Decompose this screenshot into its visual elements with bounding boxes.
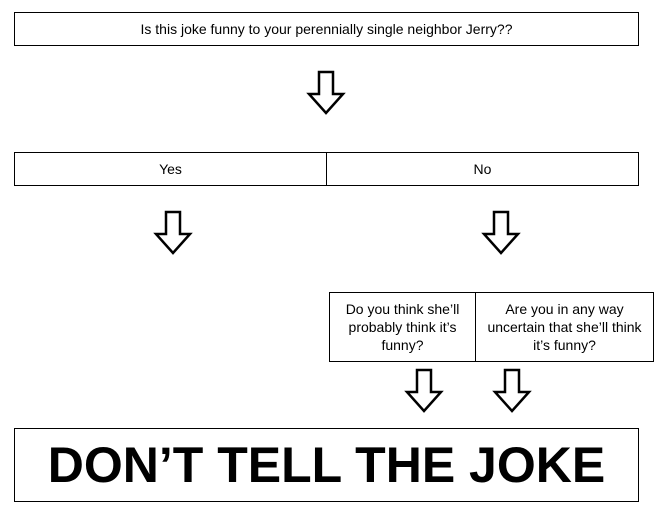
- final-label: DON’T TELL THE JOKE: [47, 437, 606, 493]
- down-arrow-icon: [153, 210, 193, 255]
- down-arrow-icon: [306, 70, 346, 115]
- question-top-text: Is this joke funny to your perennially s…: [140, 21, 513, 37]
- question-top-box: Is this joke funny to your perennially s…: [14, 12, 639, 46]
- no-label: No: [473, 161, 492, 177]
- down-arrow-icon: [492, 368, 532, 413]
- yes-label: Yes: [159, 161, 182, 177]
- question-left-box: Do you think she’ll probably think it’s …: [329, 292, 476, 362]
- down-arrow-icon: [404, 368, 444, 413]
- yes-box: Yes: [14, 152, 327, 186]
- final-box: DON’T TELL THE JOKE: [14, 428, 639, 502]
- question-right-box: Are you in any way uncertain that she’ll…: [475, 292, 654, 362]
- no-box: No: [326, 152, 639, 186]
- down-arrow-icon: [481, 210, 521, 255]
- question-left-text: Do you think she’ll probably think it’s …: [345, 301, 460, 353]
- question-right-text: Are you in any way uncertain that she’ll…: [487, 301, 642, 353]
